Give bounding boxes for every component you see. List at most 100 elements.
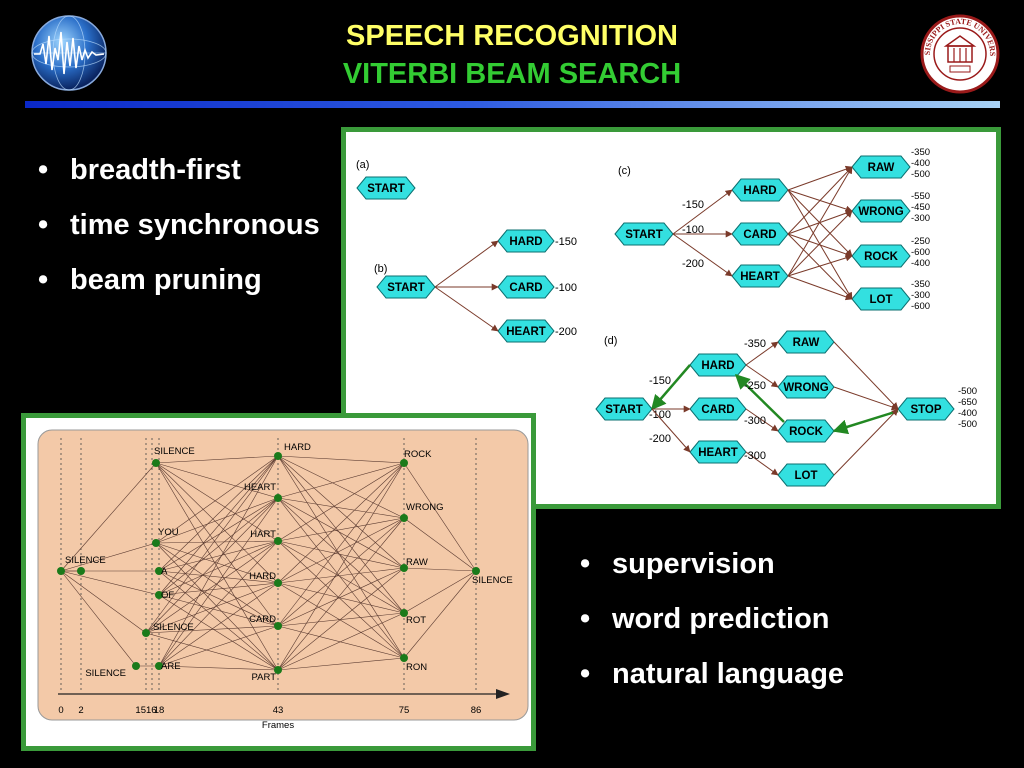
frame-tick-label: 75 [399,705,410,716]
node-silence-top-dot [152,459,160,467]
lattice-edge [155,462,279,627]
bullet-text: breadth-first [70,154,241,186]
lattice-edge [277,462,405,627]
lattice-edge [60,570,137,667]
node-of-label: OF [161,590,174,601]
slide-subtitle: VITERBI BEAM SEARCH [342,58,682,90]
diagram-d-stop-score: -500 [958,419,977,430]
diagram-c-end-node: ROCK [851,244,911,268]
bullet-item: •time synchronous [30,208,320,243]
diagram-d-end-node: WRONG [777,375,835,399]
diagram-d-stop-score: -650 [958,397,977,408]
tree-edge [672,233,733,277]
lattice-edge [158,570,279,584]
node-label: ROCK [789,426,824,438]
lattice-edge [158,497,279,667]
bullet-item: •supervision [572,547,1012,582]
frame-tick-label: 2 [78,705,83,716]
node-label: HARD [743,185,776,197]
node-heart-dot [274,494,282,502]
node-silence-bot-label: SILENCE [85,668,126,679]
diagram-d-end-node: ROCK [777,419,835,443]
node-of-dot [155,591,163,599]
tree-edge [672,189,733,235]
frame-tick-label: 0 [58,705,63,716]
bullet-dot: • [580,658,591,690]
diagram-c-mid-node: CARD [731,222,789,246]
lattice-edge [158,570,279,671]
diagram-c-end-score: -300 [911,290,930,301]
diagram-b-word-node: HARD [497,229,555,253]
diagram-c-end-score: -400 [911,258,930,269]
node-a-label: A [161,566,168,577]
lattice-edge [158,540,279,596]
tree-edge [787,275,853,301]
node-rot-dot [400,609,408,617]
diagram-b-score: -100 [555,282,577,294]
node-rock-dot [400,459,408,467]
node-label: START [605,404,642,416]
lattice-edge [277,517,405,584]
tree-edge [434,240,499,288]
bullet-dot: • [580,603,591,635]
tree-edge [787,165,853,191]
node-silence-end-label: SILENCE [472,575,513,586]
lattice-edge [158,540,279,667]
frame-tick-label: 43 [273,705,284,716]
lattice-edge [277,582,405,659]
diagram-d-start-node: START [595,397,653,421]
lattice-edge [145,497,279,634]
diagram-c-edge-score: -100 [682,224,704,236]
lattice-edge [277,497,405,614]
lattice-edge [145,582,279,634]
lattice-edge [158,455,279,572]
tree-edge [787,233,853,300]
diagram-d-mid-node: HARD [689,353,747,377]
frame-tick-label: 1516 [135,705,156,716]
node-card-label: CARD [249,614,276,625]
bullet-dot: • [38,209,49,241]
node-label: RAW [868,162,895,174]
lattice-edge [277,462,405,542]
diagram-c-end-score: -350 [911,279,930,290]
node-label: START [625,229,662,241]
node-label: LOT [795,470,818,482]
lattice-edge [277,567,405,627]
lattice-edge [158,582,279,596]
lattice-edge [403,570,477,614]
diagram-d-edge-score: -150 [649,375,671,387]
lattice-edge [145,632,279,671]
lattice-edge [155,542,279,584]
node-label: CARD [509,282,542,294]
university-seal-logo: MISSISSIPPI STATE UNIVERSITY [920,14,1000,94]
diagram-c-label: (c) [618,165,631,177]
tree-edge [745,341,779,366]
lattice-edge [277,455,405,519]
node-a-dot [155,567,163,575]
node-ron-dot [400,654,408,662]
lattice-edge [277,497,405,569]
node-label: HEART [506,326,546,338]
tree-edge [787,166,853,277]
search-tree-diagram: (a)START(b)STARTHARD-150CARD-100HEART-20… [356,147,977,487]
diagram-b-start-node: START [376,275,436,299]
bullet-dot: • [580,548,591,580]
tree-edge [434,286,499,332]
node-silence-left-dot [77,567,85,575]
diagram-d-edge-score: -300 [744,450,766,462]
node-label: CARD [743,229,776,241]
lattice-edge [277,612,405,627]
node-silence-left-label: SILENCE [65,555,106,566]
node-hard-2-dot [274,579,282,587]
node-rock-label: ROCK [404,449,432,460]
title-divider [25,101,1000,108]
node-raw-dot [400,564,408,572]
lattice-edge [158,594,279,671]
diagram-d-label: (d) [604,335,617,347]
lattice-edge [158,540,279,572]
tree-edge [833,386,899,411]
node-card-dot [274,622,282,630]
node-label: HEART [698,447,738,459]
lattice-edge [277,462,405,584]
